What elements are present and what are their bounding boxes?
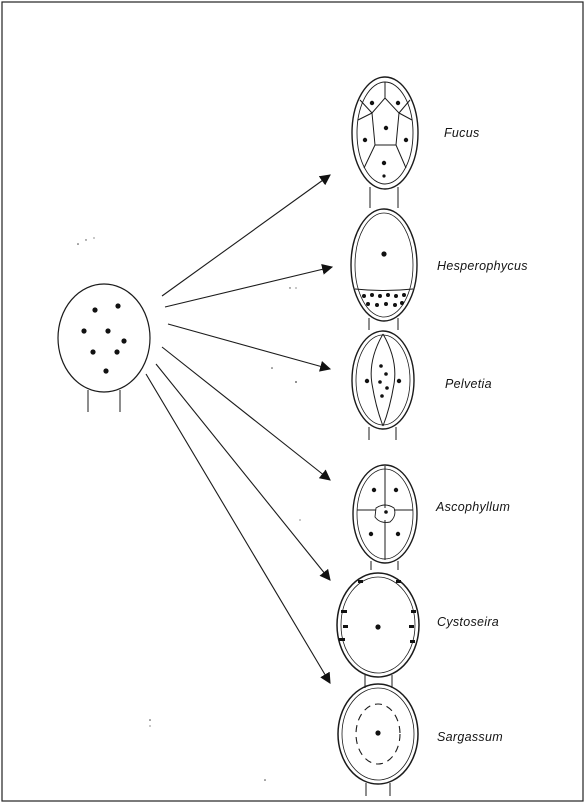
fucus-nuclei	[363, 101, 408, 178]
oogonium-sargassum	[338, 684, 418, 796]
oogonium-pelvetia	[352, 331, 414, 440]
oogonium-ascophyllum	[353, 465, 417, 570]
label-pelvetia: Pelvetia	[445, 377, 492, 391]
label-sargassum: Sargassum	[437, 730, 503, 744]
hesperophycus-basal-nuclei	[362, 293, 406, 307]
hesperophycus-nucleus	[381, 251, 386, 256]
parent-oogonium	[58, 284, 150, 412]
arrow-to-ascophyllum	[162, 347, 330, 480]
arrow-to-cystoseira	[156, 364, 330, 580]
cystoseira-nucleus	[375, 624, 380, 629]
label-ascophyllum: Ascophyllum	[435, 500, 510, 514]
arrow-to-sargassum	[146, 374, 330, 683]
sargassum-nucleus	[375, 730, 380, 735]
cystoseira-peripheral-marks	[339, 580, 416, 643]
pelvetia-nuclei	[365, 364, 401, 398]
label-fucus: Fucus	[444, 126, 480, 140]
label-hesperophycus: Hesperophycus	[437, 259, 528, 273]
oogonium-cystoseira	[337, 573, 419, 688]
arrow-to-fucus	[162, 175, 330, 296]
arrow-to-hesperophycus	[165, 267, 332, 307]
arrow-to-pelvetia	[168, 324, 330, 369]
oogonium-fucus	[352, 77, 418, 208]
parent-nuclei	[81, 303, 126, 373]
oogonium-hesperophycus	[351, 209, 417, 330]
arrows	[146, 175, 332, 683]
specks	[77, 237, 300, 780]
label-cystoseira: Cystoseira	[437, 615, 499, 629]
